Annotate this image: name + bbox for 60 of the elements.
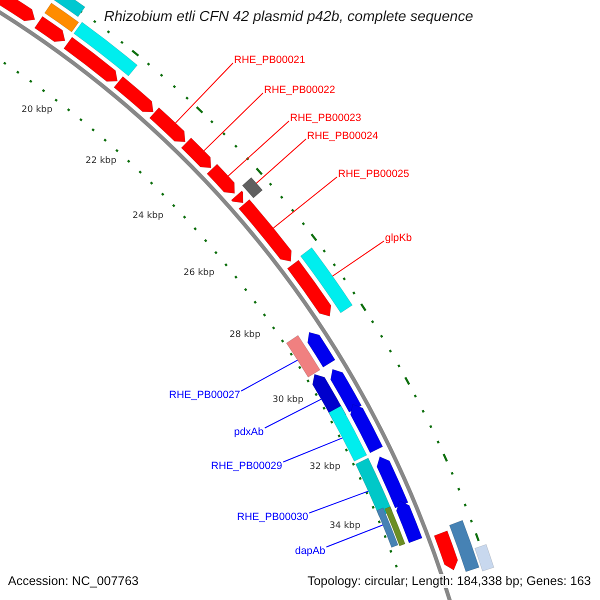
gene-label: RHE_PB00024: [307, 130, 378, 142]
footer-text: Accession: NC_007763: [8, 574, 139, 588]
gene-feature: [114, 76, 154, 112]
gene-feature: [242, 177, 263, 198]
leader-line: [332, 240, 384, 277]
gene-feature: [231, 190, 244, 204]
gene-feature: [300, 247, 353, 314]
gene-feature: [149, 107, 186, 142]
leader-line: [282, 437, 343, 462]
gene-label: RHE_PB00021: [234, 54, 306, 66]
leader-line: [308, 490, 369, 514]
gene-label: RHE_PB00027: [169, 389, 240, 401]
scale-label: 24 kbp: [132, 211, 164, 221]
leader-line: [326, 524, 384, 548]
gene-label: RHE_PB00023: [290, 112, 362, 124]
gene-feature: [0, 0, 36, 22]
gene-feature: [287, 260, 332, 316]
gene-label: dapAb: [295, 545, 326, 557]
gene-label: RHE_PB00025: [338, 168, 410, 180]
gene-feature: [307, 332, 336, 368]
gene-feature: [350, 404, 383, 454]
gene-feature: [286, 335, 320, 378]
leader-line: [228, 120, 290, 176]
leader-line: [240, 360, 298, 392]
gene-label: RHE_PB00022: [264, 84, 336, 96]
leader-line: [204, 92, 264, 152]
gene-label: pdxAb: [234, 426, 264, 438]
gene-label: RHE_PB00029: [211, 460, 282, 472]
leader-line: [175, 62, 234, 124]
gene-label: glpKb: [385, 232, 412, 244]
scale-label: 28 kbp: [230, 330, 260, 340]
gene-feature: [181, 138, 212, 168]
gene-feature: [376, 508, 398, 548]
scale-label: 32 kbp: [310, 462, 340, 472]
gene-feature: [74, 22, 138, 76]
gene-label: RHE_PB00030: [237, 511, 308, 523]
scale-label: 22 kbp: [86, 156, 116, 166]
leader-line: [264, 398, 322, 428]
scale-label: 20 kbp: [22, 105, 52, 115]
leader-line: [256, 138, 306, 184]
gene-feature: [474, 544, 494, 572]
scale-label: 26 kbp: [184, 268, 214, 278]
title: Rhizobium etli CFN 42 plasmid p42b, complete sequence: [104, 9, 474, 25]
gene-feature: [330, 368, 362, 413]
scale-label: 34 kbp: [330, 521, 360, 531]
leader-line: [272, 176, 338, 228]
gene-feature: [396, 500, 422, 544]
footer-text: Topology: circular; Length: 184,338 bp; Genes: 163: [307, 574, 591, 588]
gene-feature: [376, 456, 408, 508]
gene-feature: [34, 16, 66, 42]
gene-feature: [64, 36, 118, 82]
gene-feature: [434, 530, 458, 570]
gene-feature: [206, 164, 235, 194]
gene-feature: [449, 520, 480, 572]
gene-feature: [238, 199, 292, 262]
scale-label: 30 kbp: [272, 395, 304, 405]
gene-feature: [355, 458, 392, 517]
gene-feature: [328, 406, 368, 462]
gene-feature: [384, 506, 406, 546]
gene-feature: [44, 2, 80, 32]
